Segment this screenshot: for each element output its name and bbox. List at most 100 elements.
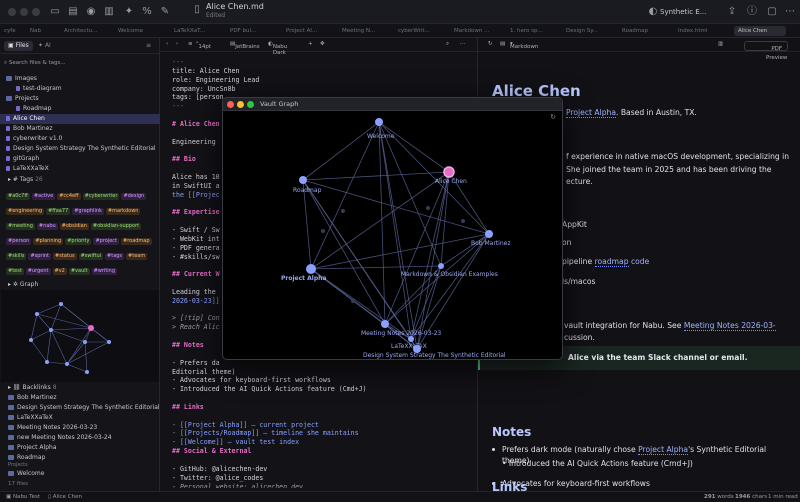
- file-item[interactable]: cyberwriter v1.0: [0, 134, 160, 144]
- backlink-item[interactable]: LaTeXXaTeX: [0, 413, 160, 423]
- mini-graph-node[interactable]: [29, 338, 33, 342]
- tag-chip[interactable]: #tags: [105, 253, 125, 260]
- forward-icon[interactable]: ›: [176, 41, 179, 47]
- tag-chip[interactable]: #person: [6, 238, 32, 245]
- tags-section-header[interactable]: ▸ # Tags 26: [0, 174, 160, 185]
- backlink-item[interactable]: Welcome: [0, 469, 160, 479]
- note-project-alpha-link[interactable]: Project Alpha: [638, 445, 689, 455]
- backlink-item[interactable]: Design System Strategy The Synthetic Edi…: [0, 403, 160, 413]
- folder-item[interactable]: Projects: [0, 94, 160, 104]
- graph-node[interactable]: [408, 336, 414, 342]
- tag-chip[interactable]: #obsidian: [59, 223, 89, 230]
- theme-select[interactable]: Synthetic E...: [660, 8, 707, 16]
- graph-node[interactable]: [485, 230, 493, 238]
- graph-node[interactable]: [306, 264, 316, 274]
- mini-graph-node[interactable]: [59, 302, 63, 306]
- tab-item[interactable]: Architectu...: [64, 28, 98, 34]
- tag-chip[interactable]: #cyberwriter: [82, 193, 120, 200]
- tag-chip[interactable]: #status: [53, 253, 77, 260]
- file-item[interactable]: gitGraph: [0, 154, 160, 164]
- minimize-window-button[interactable]: [20, 8, 28, 16]
- tag-chip[interactable]: #graphlink: [72, 208, 104, 215]
- graph-node[interactable]: [299, 176, 307, 184]
- tag-chip[interactable]: #meeting: [6, 223, 35, 230]
- stack-icon[interactable]: ▥: [718, 41, 724, 47]
- tag-chip[interactable]: #planning: [33, 238, 64, 245]
- move-icon[interactable]: ✥: [320, 41, 325, 47]
- tag-chip[interactable]: #nabu: [36, 223, 58, 230]
- tag-chip[interactable]: #skills: [6, 253, 27, 260]
- editor-theme-select[interactable]: ◐ Nabu Dark: [268, 41, 288, 56]
- magic-icon[interactable]: ✦: [124, 6, 134, 17]
- graph-node[interactable]: [438, 263, 444, 269]
- tag-chip[interactable]: #roadmap: [121, 238, 152, 245]
- zoom-window-button[interactable]: [32, 8, 40, 16]
- mini-graph-node[interactable]: [85, 370, 89, 374]
- font-size-select[interactable]: ᴬ 14pt: [196, 41, 212, 50]
- mini-graph-node[interactable]: [35, 312, 39, 316]
- tag-chip[interactable]: #active: [31, 193, 56, 200]
- tag-chip[interactable]: #design: [121, 193, 147, 200]
- document-icon[interactable]: ▤: [68, 6, 78, 17]
- tab-item[interactable]: Markdown ...: [454, 28, 490, 34]
- tab-item[interactable]: Roadmap: [622, 28, 649, 34]
- tag-chip[interactable]: #swiftui: [78, 253, 104, 260]
- tab-item[interactable]: Nab: [30, 28, 41, 34]
- tag-chip[interactable]: #test: [6, 268, 24, 275]
- tag-chip[interactable]: #v2: [52, 268, 67, 275]
- mini-graph-node[interactable]: [83, 340, 87, 344]
- project-alpha-link[interactable]: Project Alpha: [566, 108, 616, 118]
- file-item[interactable]: test-diagram: [0, 84, 160, 94]
- tab-ai[interactable]: ✦ AI: [34, 41, 55, 51]
- tab-item[interactable]: PDF bui...: [230, 28, 257, 34]
- close-window-button[interactable]: [8, 8, 16, 16]
- percent-icon[interactable]: %: [142, 6, 152, 17]
- tag-chip[interactable]: #writing: [91, 268, 118, 275]
- pen-icon[interactable]: ✎: [160, 6, 170, 17]
- vault-graph-refresh-icon[interactable]: ↻: [550, 113, 556, 121]
- backlink-item[interactable]: new Meeting Notes 2026-03-24: [0, 433, 160, 443]
- graph-node[interactable]: [413, 345, 421, 353]
- tab-item[interactable]: Welcome: [118, 28, 144, 34]
- tab-item[interactable]: Index.html: [678, 28, 708, 34]
- eye-icon[interactable]: ◉: [86, 6, 96, 17]
- backlink-item[interactable]: Meeting Notes 2026-03-23: [0, 423, 160, 433]
- tag-chip[interactable]: #obsidian-support: [90, 223, 142, 230]
- sidebar-menu-icon[interactable]: ≡: [146, 42, 152, 49]
- mini-graph-node[interactable]: [49, 328, 53, 332]
- tab-item[interactable]: Design Sy...: [566, 28, 598, 34]
- columns-icon[interactable]: ▥: [104, 6, 114, 17]
- tag-chip[interactable]: #ffaa77: [46, 208, 71, 215]
- tab-item[interactable]: LaTeXXaT...: [174, 28, 206, 34]
- tab-item[interactable]: Project Al...: [286, 28, 318, 34]
- tag-chip[interactable]: #a0c7ff: [6, 193, 30, 200]
- tag-chip[interactable]: #priority: [65, 238, 92, 245]
- search-input[interactable]: ⌕ Search files & tags...: [4, 58, 156, 69]
- tab-item[interactable]: cyfe: [4, 28, 16, 34]
- tab-item[interactable]: 1. hero sp...: [510, 28, 543, 34]
- search-editor-icon[interactable]: ⌕: [446, 41, 450, 47]
- tag-chip[interactable]: #urgent: [25, 268, 51, 275]
- graph-node[interactable]: [443, 166, 455, 178]
- file-item[interactable]: Design System Strategy The Synthetic Edi…: [0, 144, 160, 154]
- layout-icon[interactable]: ▢: [767, 6, 777, 17]
- back-icon[interactable]: ‹: [166, 41, 169, 47]
- file-item[interactable]: Roadmap: [0, 104, 160, 114]
- tag-chip[interactable]: #vault: [68, 268, 90, 275]
- vault-graph-zoom-button[interactable]: [247, 101, 254, 108]
- file-item[interactable]: LaTeXXaTeX: [0, 164, 160, 174]
- tag-chip[interactable]: #sprint: [28, 253, 52, 260]
- mini-graph-node[interactable]: [45, 360, 49, 364]
- preview-mode-select[interactable]: Markdown ▾: [510, 41, 539, 50]
- vault-graph-minimize-button[interactable]: [237, 101, 244, 108]
- tag-chip[interactable]: #project: [93, 238, 119, 245]
- mini-graph-node[interactable]: [88, 325, 94, 331]
- folder-item[interactable]: Images: [0, 74, 160, 84]
- more-editor-icon[interactable]: ⋯: [460, 41, 466, 47]
- code-tag[interactable]: code: [630, 257, 650, 266]
- tab-item[interactable]: cyberWrit...: [398, 28, 430, 34]
- tag-chip[interactable]: #cc4eff: [57, 193, 81, 200]
